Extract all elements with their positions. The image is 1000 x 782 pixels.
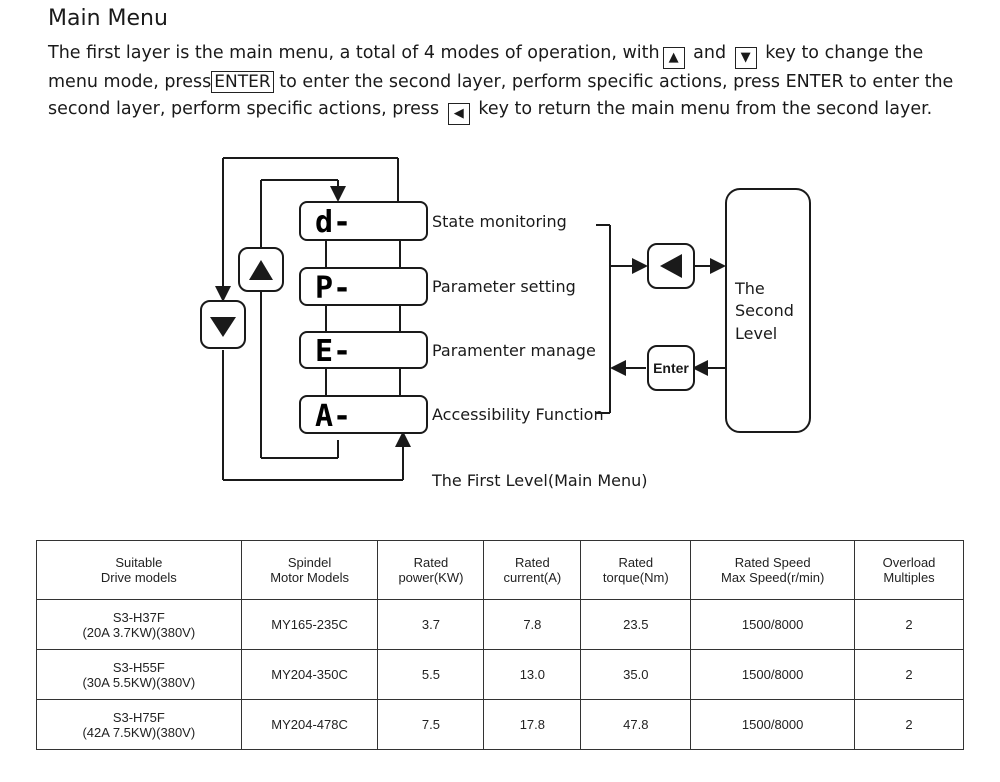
left-triangle-icon <box>660 254 682 278</box>
second-level-line: The <box>734 279 765 298</box>
display-parameter: P- <box>299 267 428 306</box>
second-level-box: The Second Level <box>725 188 811 433</box>
enter-key[interactable]: Enter <box>647 345 695 391</box>
speed-cell: 1500/8000 <box>690 699 856 750</box>
power-cell: 5.5 <box>377 649 485 700</box>
page-title: Main Menu <box>48 6 168 31</box>
enter-key-label: Enter <box>653 360 689 376</box>
intro-text-3: to enter the second layer, perform speci… <box>48 72 954 119</box>
up-triangle-icon: ▲ <box>662 47 685 69</box>
drive-cell: S3-H75F(42A 7.5KW)(380V) <box>36 699 242 750</box>
overload-cell: 2 <box>854 699 964 750</box>
menu-label-state: State monitoring <box>432 212 567 231</box>
down-triangle-icon: ▼ <box>734 47 757 69</box>
overload-cell: 2 <box>854 649 964 700</box>
torque-cell: 35.0 <box>580 649 692 700</box>
power-cell: 7.5 <box>377 699 485 750</box>
current-cell: 17.8 <box>483 699 582 750</box>
lcd-code: A- <box>315 399 351 434</box>
menu-diagram: d- P- E- A- State monitoring Parameter s… <box>200 157 811 490</box>
speed-cell: 1500/8000 <box>690 649 856 700</box>
motor-cell: MY165-235C <box>240 599 379 650</box>
first-level-caption: The First Level(Main Menu) <box>431 471 648 490</box>
intro-paragraph: The first layer is the main menu, a tota… <box>48 40 963 125</box>
second-level-line: Second <box>735 301 794 320</box>
table-row: S3-H55F(30A 5.5KW)(380V) MY204-350C 5.5 … <box>36 649 964 700</box>
up-triangle-icon <box>249 260 273 280</box>
intro-text-2: key to change the menu mode, press <box>48 43 924 92</box>
menu-label-accessibility: Accessibility Function <box>432 405 604 424</box>
second-level-line: Level <box>735 324 777 343</box>
lcd-code: d- <box>315 205 351 240</box>
torque-cell: 23.5 <box>580 599 692 650</box>
drive-cell: S3-H37F(20A 3.7KW)(380V) <box>36 599 242 650</box>
intro-text-1: The first layer is the main menu, a tota… <box>48 43 660 63</box>
drive-cell: S3-H55F(30A 5.5KW)(380V) <box>36 649 242 700</box>
up-key[interactable] <box>238 247 284 292</box>
motor-cell: MY204-478C <box>240 699 379 750</box>
intro-and: and <box>693 43 727 63</box>
intro-text-4: key to return the main menu from the sec… <box>478 99 933 119</box>
lcd-code: E- <box>315 334 351 369</box>
table-row: S3-H37F(20A 3.7KW)(380V) MY165-235C 3.7 … <box>36 599 964 650</box>
down-triangle-icon <box>210 317 236 337</box>
speed-cell: 1500/8000 <box>690 599 856 650</box>
overload-cell: 2 <box>854 599 964 650</box>
current-cell: 7.8 <box>483 599 582 650</box>
back-key[interactable] <box>647 243 695 289</box>
torque-cell: 47.8 <box>580 699 692 750</box>
enter-key-box: ENTER <box>211 71 274 93</box>
left-triangle-icon: ◀ <box>447 103 470 125</box>
down-key[interactable] <box>200 300 246 349</box>
display-accessibility: A- <box>299 395 428 434</box>
display-manage: E- <box>299 331 428 369</box>
menu-label-parameter: Parameter setting <box>432 277 576 296</box>
lcd-code: P- <box>315 271 351 306</box>
current-cell: 13.0 <box>483 649 582 700</box>
table-row: S3-H75F(42A 7.5KW)(380V) MY204-478C 7.5 … <box>36 699 964 750</box>
power-cell: 3.7 <box>377 599 485 650</box>
motor-cell: MY204-350C <box>240 649 379 700</box>
menu-label-manage: Paramenter manage <box>432 341 596 360</box>
display-state: d- <box>299 201 428 241</box>
